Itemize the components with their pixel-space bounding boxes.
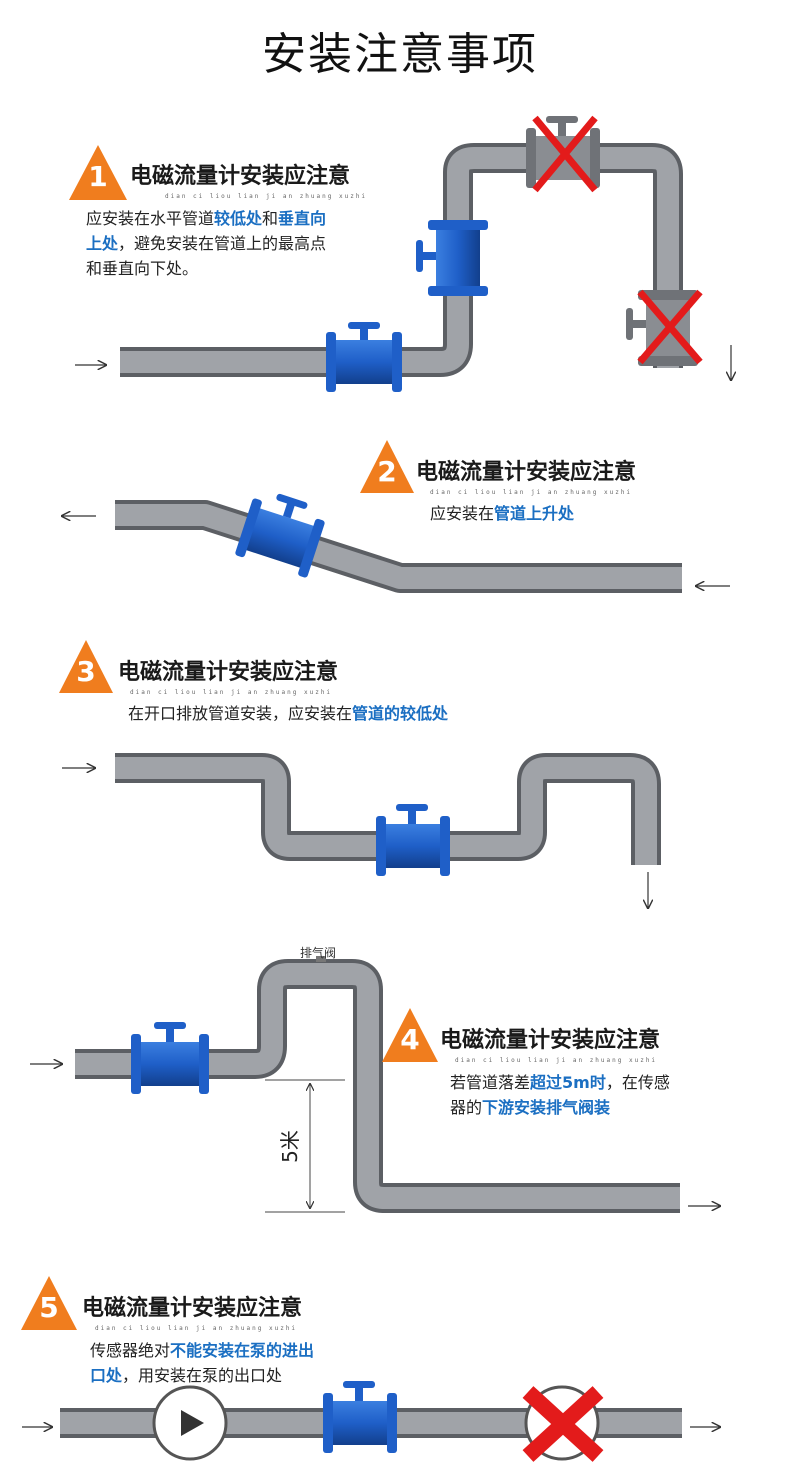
wrong-position-right: [626, 289, 703, 366]
section-2-text: 应安装在管道上升处: [430, 501, 574, 526]
flowmeter-4: [131, 1022, 209, 1094]
flowmeter-1b: [416, 220, 488, 296]
section-1-heading: 电磁流量计安装应注意: [130, 164, 351, 189]
highlighted-text: 管道上升处: [494, 504, 575, 523]
text-segment: 传感器绝对: [90, 1341, 171, 1360]
air-valve-label: 排气阀: [300, 946, 337, 960]
section-4-heading: 电磁流量计安装应注意: [440, 1028, 661, 1053]
text-line: 若管道落差超过5m时，在传感: [450, 1070, 670, 1095]
text-segment: 若管道落差: [450, 1073, 531, 1092]
triangle-1: [69, 145, 127, 200]
text-line: 器的下游安装排气阀装: [450, 1095, 670, 1120]
highlighted-text: 下游安装排气阀装: [482, 1098, 611, 1117]
highlighted-text: 口处: [90, 1366, 123, 1385]
step-number-3: 3: [76, 655, 96, 688]
step-number-5: 5: [39, 1291, 59, 1324]
dimension-5m: [265, 1079, 345, 1213]
air-valve: [316, 956, 326, 962]
triangle-5: [21, 1276, 77, 1330]
highlighted-text: 上处: [86, 234, 119, 253]
section-3-pinyin: dian ci liou lian ji an zhuang xuzhi: [130, 689, 333, 696]
text-line: 上处，避免安装在管道上的最高点: [86, 231, 326, 256]
step-badges: [21, 145, 438, 1330]
highlighted-text: 超过5m时: [530, 1073, 606, 1092]
text-segment: 在开口排放管道安装，应安装在: [128, 704, 353, 723]
section-3-text: 在开口排放管道安装，应安装在管道的较低处: [128, 701, 448, 726]
flow-arrows: [22, 345, 731, 1427]
text-line: 在开口排放管道安装，应安装在管道的较低处: [128, 701, 448, 726]
section-5-text: 传感器绝对不能安装在泵的进出口处，用安装在泵的出口处: [90, 1338, 314, 1388]
pump-icon: [152, 1385, 228, 1461]
text-segment: 和垂直向下处。: [86, 259, 199, 278]
text-segment: ，用安装在泵的出口处: [122, 1366, 283, 1385]
highlighted-text: 管道的较低处: [352, 704, 449, 723]
section-1-text: 应安装在水平管道较低处和垂直向上处，避免安装在管道上的最高点和垂直向下处。: [86, 206, 326, 281]
flowmeter-2: [235, 493, 325, 578]
section-4-pinyin: dian ci liou lian ji an zhuang xuzhi: [455, 1057, 658, 1064]
text-line: 传感器绝对不能安装在泵的进出: [90, 1338, 314, 1363]
flowmeter-1a: [326, 322, 402, 392]
text-segment: 应安装在水平管道: [86, 209, 215, 228]
text-segment: 和: [262, 209, 279, 228]
text-segment: 应安装在: [430, 504, 495, 523]
highlighted-text: 较低处: [214, 209, 263, 228]
section-5-pinyin: dian ci liou lian ji an zhuang xuzhi: [95, 1325, 298, 1332]
triangle-4: [382, 1008, 438, 1062]
section-3-heading: 电磁流量计安装应注意: [118, 660, 339, 685]
page-title: 安装注意事项: [262, 29, 538, 80]
wrong-position-top: [526, 115, 600, 193]
highlighted-text: 垂直向: [278, 209, 327, 228]
triangle-2: [360, 440, 414, 493]
text-segment: ，避免安装在管道上的最高点: [118, 234, 327, 253]
text-segment: ，在传感: [605, 1073, 670, 1092]
step-number-4: 4: [400, 1023, 420, 1056]
step-number-2: 2: [377, 455, 397, 488]
text-line: 应安装在水平管道较低处和垂直向: [86, 206, 326, 231]
text-line: 和垂直向下处。: [86, 256, 326, 281]
text-line: 口处，用安装在泵的出口处: [90, 1363, 314, 1388]
height-dimension-label: 5米: [277, 1130, 302, 1163]
section-2-heading: 电磁流量计安装应注意: [416, 460, 637, 485]
step-number-1: 1: [88, 160, 108, 193]
flowmeter-3: [376, 804, 450, 876]
section-1-pinyin: dian ci liou lian ji an zhuang xuzhi: [165, 193, 368, 200]
text-line: 应安装在管道上升处: [430, 501, 574, 526]
section-4-text: 若管道落差超过5m时，在传感器的下游安装排气阀装: [450, 1070, 670, 1120]
triangle-3: [59, 640, 113, 693]
highlighted-text: 不能安装在泵的进出: [170, 1341, 315, 1360]
flowmeter-5: [323, 1381, 397, 1453]
text-segment: 器的: [450, 1098, 483, 1117]
section-2-pinyin: dian ci liou lian ji an zhuang xuzhi: [430, 489, 633, 496]
section-5-heading: 电磁流量计安装应注意: [82, 1296, 303, 1321]
wrong-position-pump-inlet: [522, 1385, 604, 1462]
